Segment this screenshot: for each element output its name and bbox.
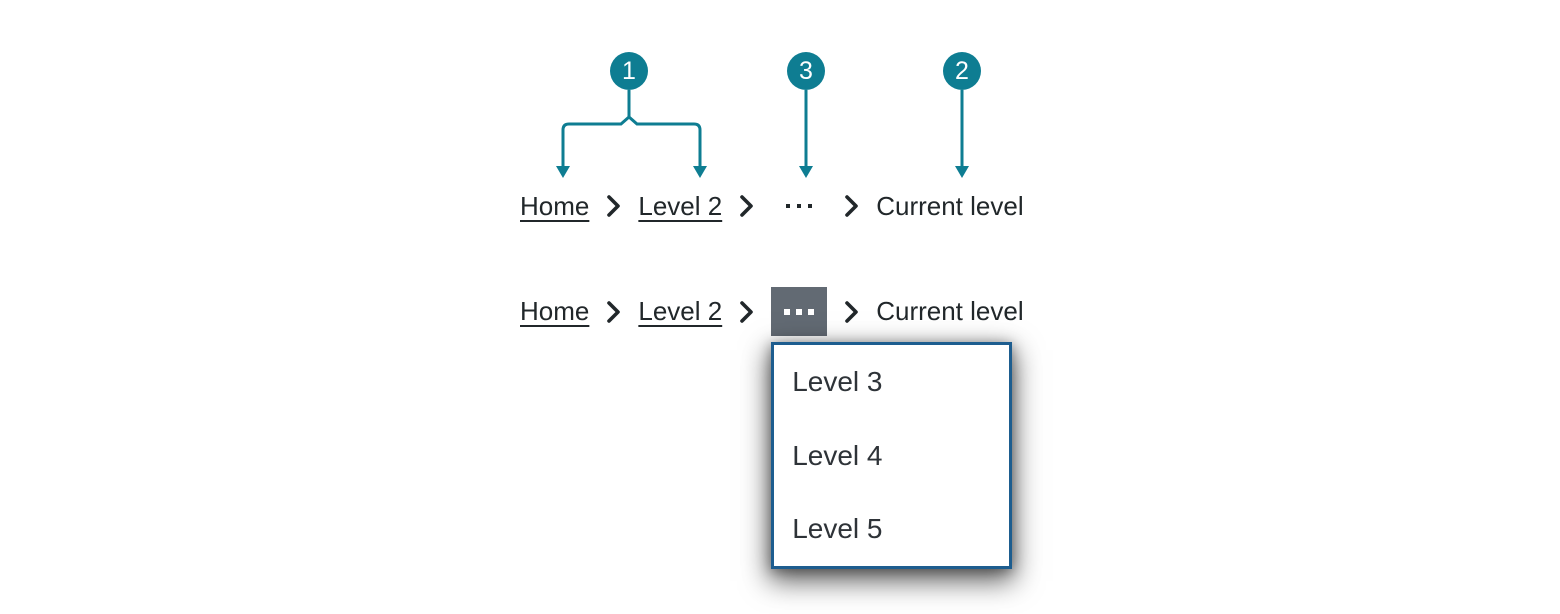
- chevron-right-icon: [845, 195, 859, 217]
- menu-item-level3[interactable]: Level 3: [792, 365, 883, 397]
- callout-1-bracket: [561, 115, 702, 167]
- ellipsis-dot: [808, 308, 815, 315]
- menu-item-level5[interactable]: Level 5: [792, 513, 883, 545]
- ellipsis-dot: [808, 204, 813, 208]
- overflow-menu: Level 3 Level 4 Level 5: [771, 342, 1013, 569]
- breadcrumb-link-level2[interactable]: Level 2: [638, 190, 723, 221]
- breadcrumb-default: Home Level 2 Current level: [520, 189, 1024, 223]
- arrowhead-icon: [955, 166, 969, 178]
- overflow-button[interactable]: Level 3 Level 4 Level 5: [771, 287, 1013, 569]
- callout-marker-2: 2: [943, 52, 981, 90]
- arrowhead-icon: [799, 166, 813, 178]
- breadcrumb-current: Current level: [876, 296, 1024, 326]
- arrowhead-icon: [556, 166, 570, 178]
- ellipsis-dot: [797, 204, 802, 208]
- menu-item-level4[interactable]: Level 4: [792, 439, 883, 471]
- breadcrumb-link-home[interactable]: Home: [520, 296, 590, 326]
- ellipsis-dot: [796, 308, 803, 315]
- arrowhead-icon: [693, 166, 707, 178]
- chevron-right-icon: [607, 300, 621, 323]
- ellipsis-dot: [786, 204, 791, 208]
- breadcrumb-link-home[interactable]: Home: [520, 190, 590, 221]
- callout-marker-3: 3: [787, 52, 825, 90]
- ellipsis-dot: [784, 308, 791, 315]
- breadcrumb-link-level2[interactable]: Level 2: [638, 296, 723, 326]
- breadcrumb-expanded: Home Level 2 Level 3 Level 4 Level 5 Cur…: [520, 287, 1024, 569]
- breadcrumb-current: Current level: [876, 190, 1024, 221]
- chevron-right-icon: [607, 195, 621, 217]
- callout-marker-1: 1: [610, 52, 648, 90]
- chevron-right-icon: [845, 300, 859, 323]
- overflow-ellipsis-icon[interactable]: [771, 189, 827, 223]
- chevron-right-icon: [740, 300, 754, 323]
- chevron-right-icon: [740, 195, 754, 217]
